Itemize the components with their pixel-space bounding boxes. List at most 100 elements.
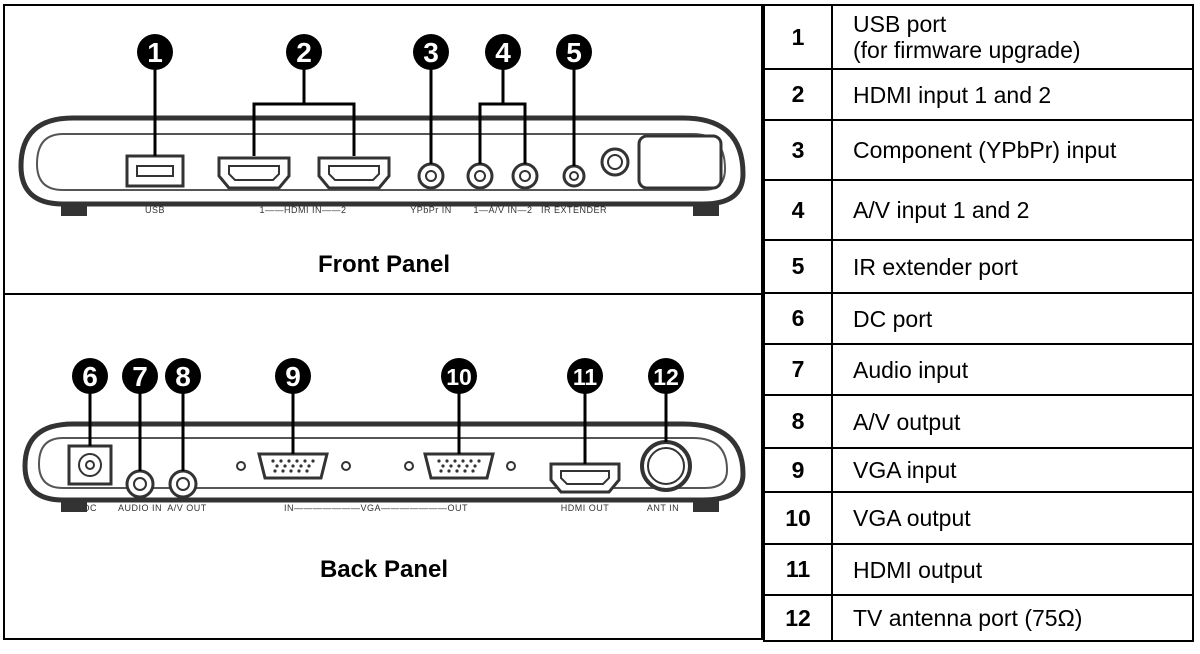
dc-port-label: DC [83, 503, 97, 513]
back-foot-right [693, 500, 719, 512]
legend-row: 4 A/V input 1 and 2 [763, 179, 1194, 241]
legend-number: 1 [763, 4, 833, 70]
back-device-bezel [37, 437, 729, 489]
legend-number: 11 [763, 543, 833, 596]
callout-12-badge: 12 [648, 358, 684, 394]
back-foot-left [61, 500, 87, 512]
legend-row: 8 A/V output [763, 394, 1194, 449]
legend-number: 8 [763, 394, 833, 449]
legend-row: 9 VGA input [763, 447, 1194, 493]
av-in-port-label: 1—A/V IN—2 [473, 205, 532, 215]
callout-11-badge: 11 [567, 358, 603, 394]
front-power-button [600, 147, 630, 177]
audio-in-port-label: AUDIO IN [118, 503, 162, 513]
legend-row: 12 TV antenna port (75Ω) [763, 594, 1194, 642]
legend-number: 5 [763, 239, 833, 294]
hdmi-out-port [549, 462, 621, 494]
callout-10-badge: 10 [441, 358, 477, 394]
callout-5-badge: 5 [556, 34, 592, 70]
legend-description: HDMI input 1 and 2 [831, 68, 1194, 121]
ant-in-port-label: ANT IN [647, 503, 679, 513]
callout-7-badge: 7 [122, 358, 158, 394]
legend-description: Component (YPbPr) input [831, 119, 1194, 181]
legend-number: 9 [763, 447, 833, 493]
av-out-port [168, 469, 198, 499]
callout-4-badge: 4 [485, 34, 521, 70]
svg-text:6: 6 [82, 361, 98, 392]
legend-number: 7 [763, 343, 833, 396]
front-ir-window [637, 134, 723, 190]
callout-9-badge: 9 [275, 358, 311, 394]
ypbpr-in-port [417, 162, 445, 190]
panel-diagram: USB 1——HDMI IN——2 YPbPr IN 1—A/V IN—2 IR… [3, 4, 763, 640]
front-foot-left [61, 204, 87, 216]
legend-description: A/V input 1 and 2 [831, 179, 1194, 241]
svg-text:5: 5 [566, 37, 582, 68]
legend-row: 7 Audio input [763, 343, 1194, 396]
legend-number: 12 [763, 594, 833, 642]
legend-row: 1 USB port(for firmware upgrade) [763, 4, 1194, 70]
legend-number: 4 [763, 179, 833, 241]
ant-in-port [640, 440, 692, 492]
legend-description: IR extender port [831, 239, 1194, 294]
back-callout-lines [88, 392, 668, 471]
usb-port-label: USB [145, 205, 165, 215]
av-out-port-label: A/V OUT [167, 503, 207, 513]
callout-3-badge: 3 [413, 34, 449, 70]
callout-6-badge: 6 [72, 358, 108, 394]
ir-extender-port-label: IR EXTENDER [541, 205, 607, 215]
diagram-frame [3, 4, 763, 640]
legend-row: 5 IR extender port [763, 239, 1194, 294]
legend-description-line: USB port [853, 11, 947, 37]
av-in-2-port [511, 162, 539, 190]
back-panel: DC AUDIO IN A/V OUT IN———————VGA———————O… [22, 358, 746, 583]
svg-text:8: 8 [175, 361, 191, 392]
front-panel: USB 1——HDMI IN——2 YPbPr IN 1—A/V IN—2 IR… [18, 34, 746, 278]
legend-description: A/V output [831, 394, 1194, 449]
legend-row: 2 HDMI input 1 and 2 [763, 68, 1194, 121]
svg-text:11: 11 [573, 364, 598, 390]
back-panel-title: Back Panel [320, 556, 448, 583]
legend-description: TV antenna port (75Ω) [831, 594, 1194, 642]
hdmi-in-1-port [217, 156, 291, 190]
legend-row: 11 HDMI output [763, 543, 1194, 596]
front-callout-lines [153, 68, 576, 166]
av-in-1-port [466, 162, 494, 190]
svg-text:10: 10 [446, 364, 472, 390]
legend-number: 2 [763, 68, 833, 121]
dc-port [67, 444, 113, 486]
svg-text:3: 3 [423, 37, 439, 68]
vga-in-port [236, 452, 351, 480]
legend-row: 3 Component (YPbPr) input [763, 119, 1194, 181]
hdmi-in-2-port [317, 156, 391, 190]
svg-text:7: 7 [132, 361, 148, 392]
legend-description: VGA output [831, 491, 1194, 545]
svg-text:1: 1 [147, 37, 163, 68]
svg-text:12: 12 [653, 364, 679, 390]
legend-row: 6 DC port [763, 292, 1194, 345]
svg-text:9: 9 [285, 361, 301, 392]
callout-1-badge: 1 [137, 34, 173, 70]
legend-row: 10 VGA output [763, 491, 1194, 545]
legend-description: HDMI output [831, 543, 1194, 596]
ypbpr-in-port-label: YPbPr IN [410, 205, 452, 215]
usb-port [125, 154, 185, 188]
legend-description-line: (for firmware upgrade) [853, 37, 1081, 63]
callout-8-badge: 8 [165, 358, 201, 394]
hdmi-in-port-label: 1——HDMI IN——2 [259, 205, 346, 215]
port-legend-table: 1 USB port(for firmware upgrade) 2 HDMI … [763, 4, 1194, 642]
legend-number: 6 [763, 292, 833, 345]
front-foot-right [693, 204, 719, 216]
legend-description: DC port [831, 292, 1194, 345]
legend-description: USB port(for firmware upgrade) [831, 4, 1194, 70]
vga-port-label: IN———————VGA———————OUT [284, 503, 468, 513]
legend-number: 10 [763, 491, 833, 545]
legend-description: Audio input [831, 343, 1194, 396]
legend-number: 3 [763, 119, 833, 181]
audio-in-port [125, 469, 155, 499]
callout-2-badge: 2 [286, 34, 322, 70]
ir-extender-port [562, 164, 586, 188]
svg-text:2: 2 [296, 37, 312, 68]
vga-out-port [404, 452, 516, 480]
legend-description: VGA input [831, 447, 1194, 493]
